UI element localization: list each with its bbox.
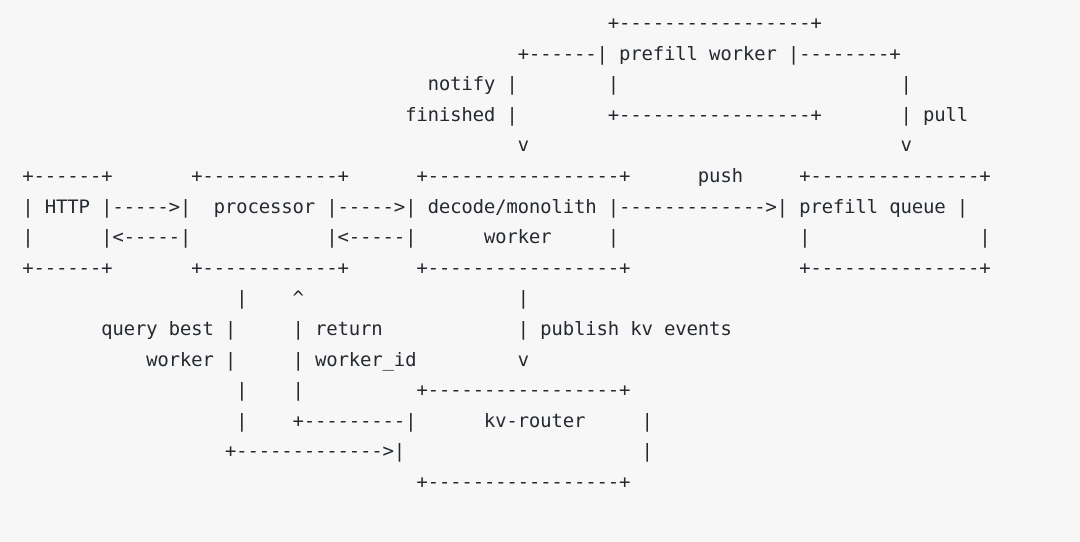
ascii-art-diagram: +-----------------+ +------| prefill wor… bbox=[22, 12, 991, 493]
